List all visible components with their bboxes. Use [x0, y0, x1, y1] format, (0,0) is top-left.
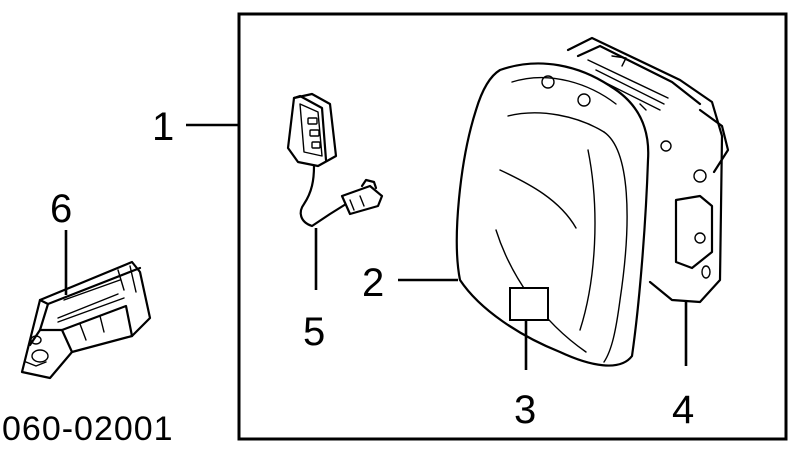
callout-5: 5: [303, 310, 325, 354]
callout-1: 1: [152, 105, 174, 149]
part-3-label-tag: [509, 287, 549, 321]
callout-3: 3: [514, 388, 536, 432]
callout-6: 6: [50, 187, 72, 231]
assembly-frame: [237, 12, 788, 441]
part-5-switch-harness: [286, 92, 384, 228]
part-2-seatback-cover: [455, 62, 650, 367]
callout-2: 2: [362, 261, 384, 305]
part-6-bracket: [20, 260, 152, 380]
callout-4: 4: [672, 388, 694, 432]
part-code: 060-02001: [2, 410, 174, 448]
